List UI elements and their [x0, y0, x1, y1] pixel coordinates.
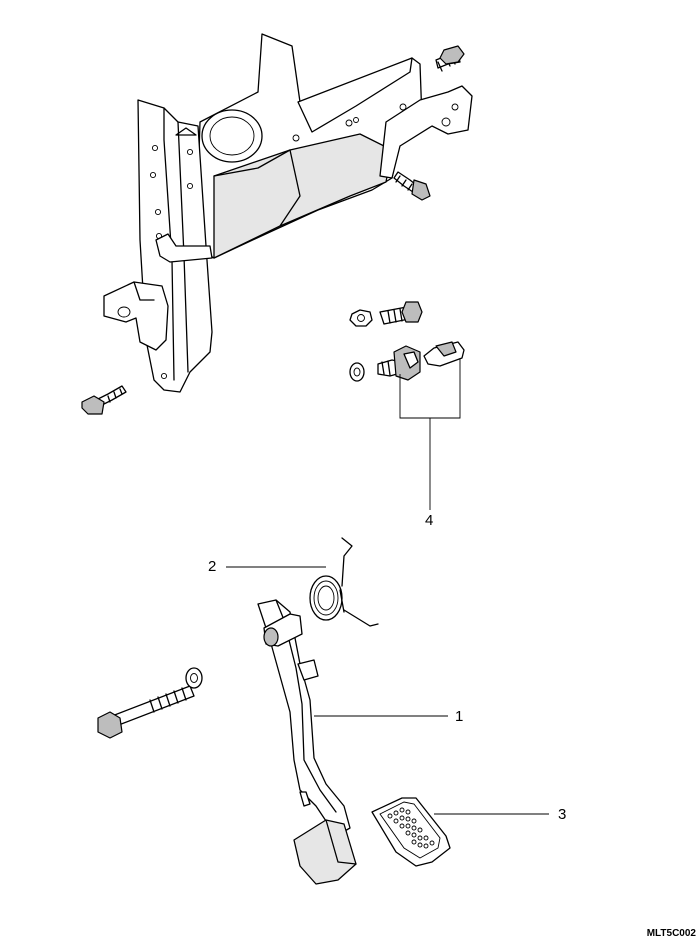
pad-grip-pattern [387, 807, 435, 849]
pivot-bolt [97, 685, 195, 739]
callout-3: 3 [558, 806, 567, 823]
pedal-arm [257, 599, 357, 885]
callout-1: 1 [455, 708, 464, 725]
image-reference-code: MLT5C002 [646, 928, 696, 939]
pivot-washer [185, 667, 203, 689]
bracket-bolt-top [435, 45, 465, 72]
callout-4: 4 [425, 512, 434, 529]
pedal-pad [371, 797, 451, 867]
bracket-bolt-left [81, 385, 127, 415]
bracket-bolt-right [393, 171, 431, 201]
callout-2: 2 [208, 558, 217, 575]
pedal-switch-assembly [349, 301, 465, 510]
leader-lines [226, 566, 549, 815]
return-spring [309, 537, 379, 627]
pedal-box-bracket [103, 33, 473, 393]
